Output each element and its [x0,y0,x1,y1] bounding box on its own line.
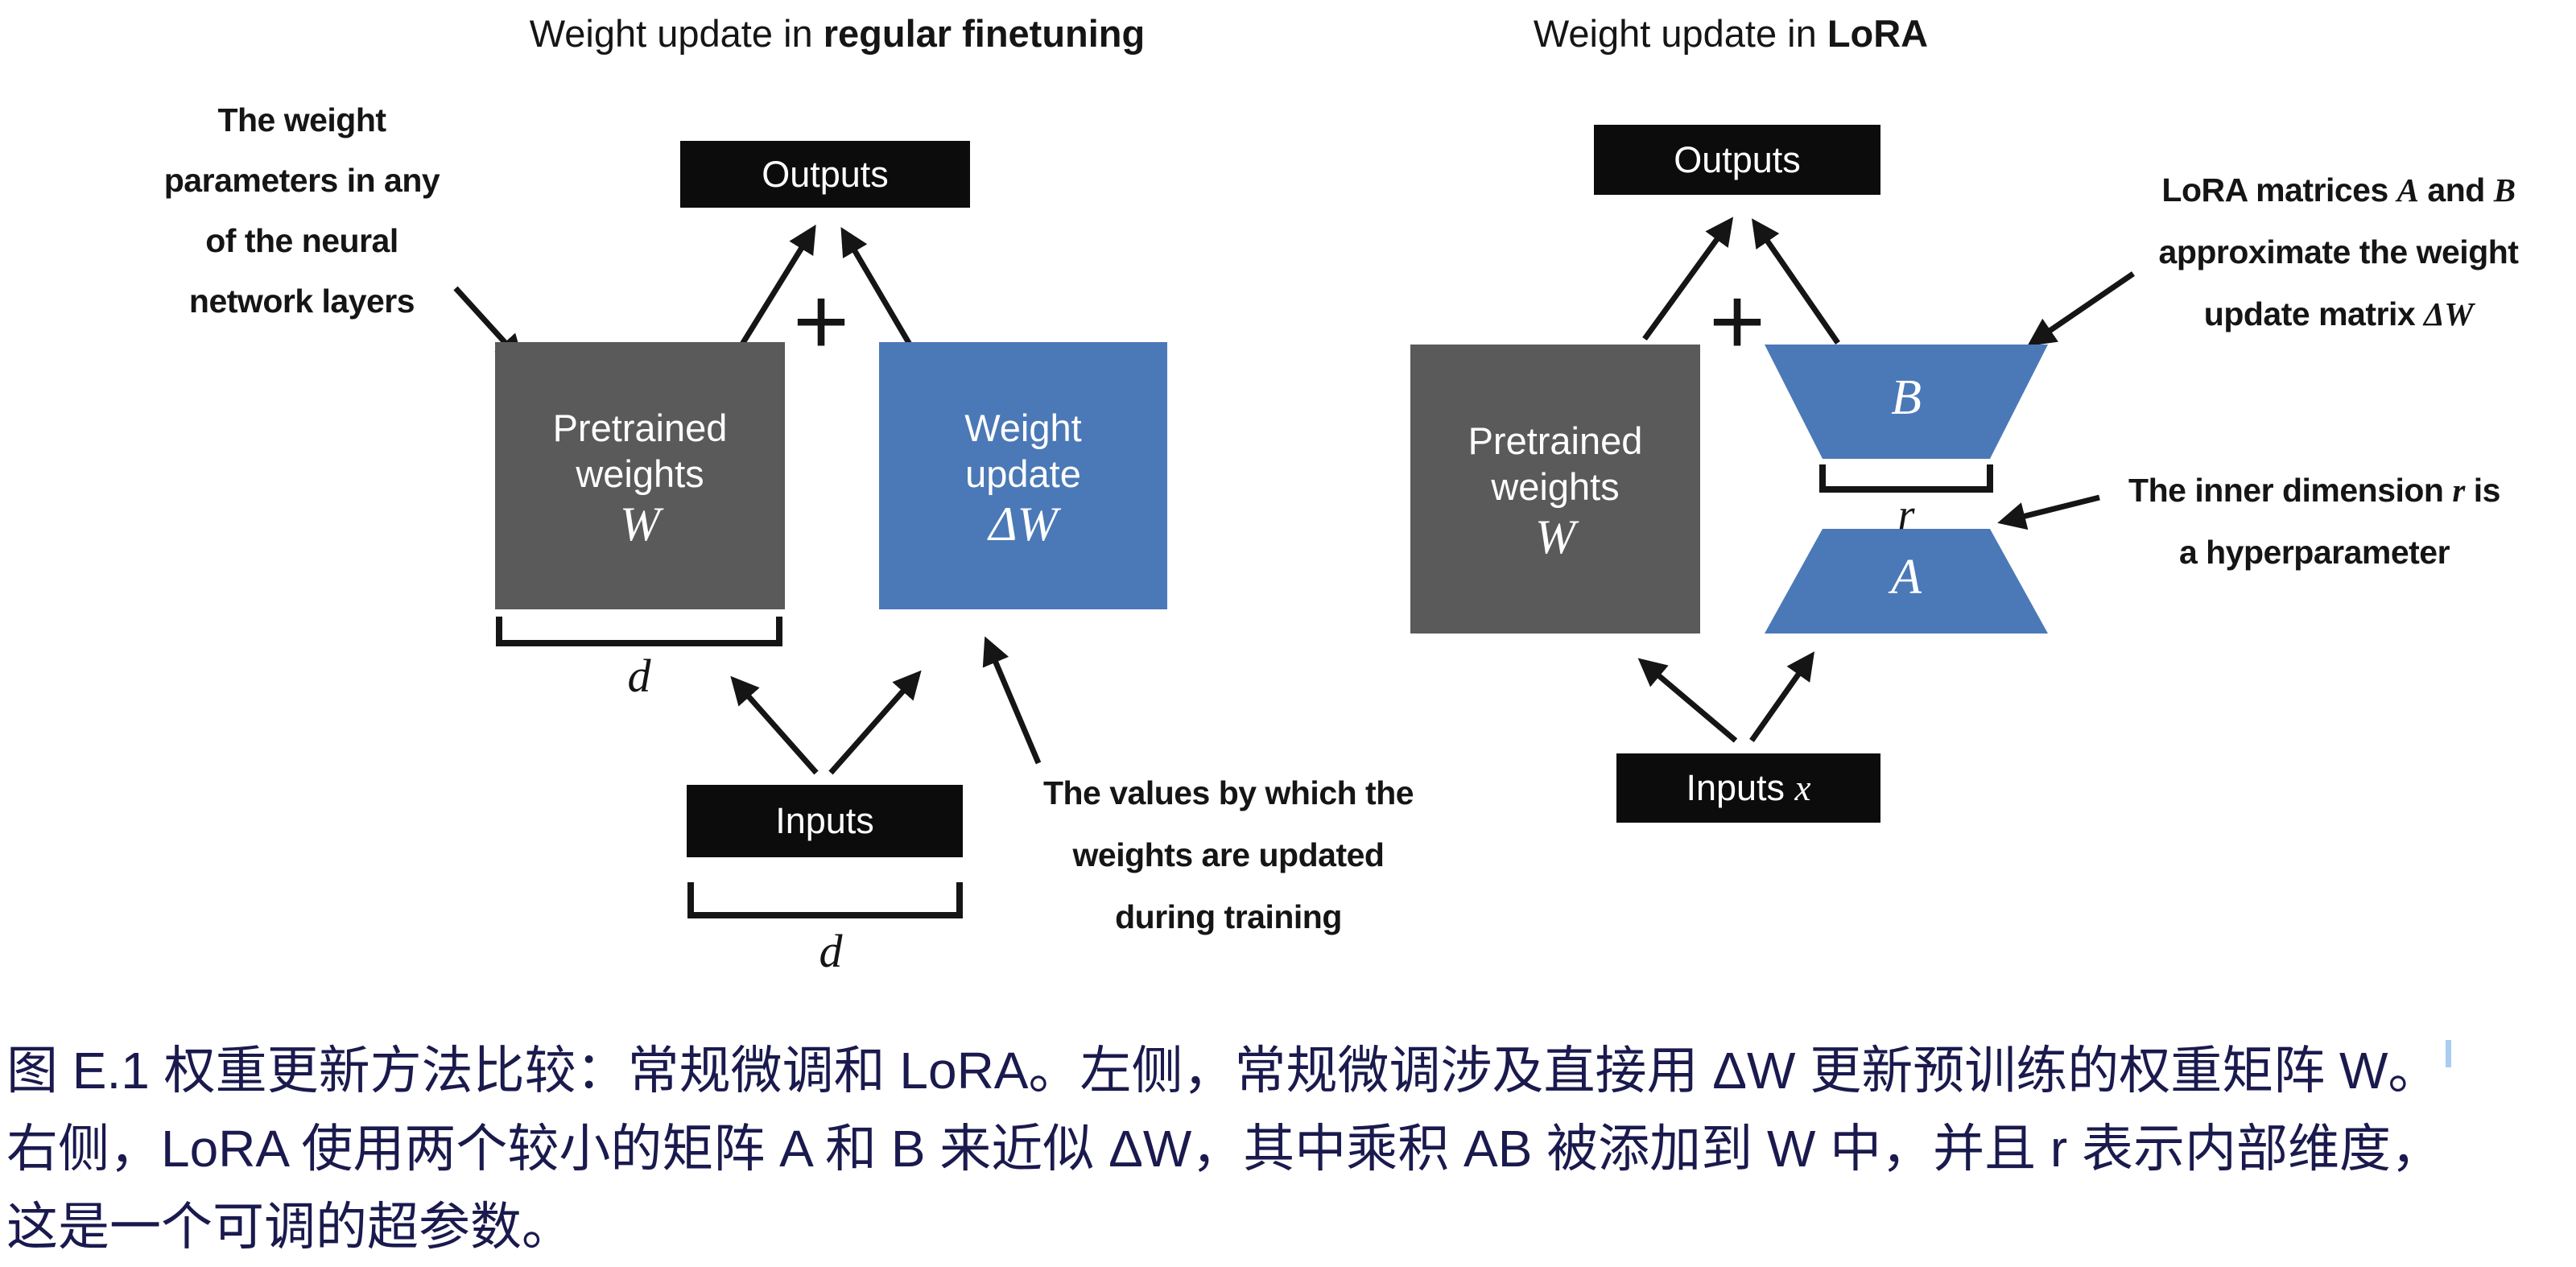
caption-line-1: 图 E.1 权重更新方法比较：常规微调和 LoRA。左侧，常规微调涉及直接用 Δ… [6,1032,2574,1110]
arrow-inputs-to-w [730,675,819,775]
weight-update-box: Weight update ΔW [879,342,1167,609]
weight-parameters-annotation: The weight parameters in any of the neur… [76,90,527,332]
bracket-weights-dim [496,617,782,646]
annotation-line: The values by which the [1042,774,1414,811]
right-inputs-box: Inputs x [1616,753,1880,823]
arrow-inputs-to-dw [828,670,922,775]
rank-label: r [1897,490,1915,539]
annotation-line: of the neural [205,222,398,259]
text-segment: A [2396,171,2419,208]
text-segment: B [2493,171,2516,208]
caption-line-2: 右侧，LoRA 使用两个较小的矩阵 A 和 B 来近似 ΔW，其中乘积 AB 被… [6,1110,2574,1188]
left-inputs-box: Inputs [687,785,963,857]
caption-text: 图 E.1 权重更新方法比较：常规微调和 LoRA。左侧，常规微调涉及直接用 Δ… [6,1042,2440,1100]
pretrained-weights-box: Pretrained weights W [495,342,785,609]
left-plus-sign: + [792,267,850,375]
text-segment: r [2452,472,2465,509]
left-title-prefix: Weight update in [529,12,824,55]
caption-text: 右侧，LoRA 使用两个较小的矩阵 A 和 B 来近似 ΔW，其中乘积 AB 被… [6,1120,2443,1178]
arrow-values-note-to-dw [982,636,1042,765]
update-values-annotation: The values by which the weights are upda… [995,762,1462,948]
box-line: Pretrained [1468,419,1643,462]
caption-line-3: 这是一个可调的超参数。 [6,1188,2574,1266]
box-line: Pretrained [552,406,728,449]
caption-text: 这是一个可调的超参数。 [6,1198,573,1256]
bracket-inputs-dim [687,882,963,918]
inputs-dim-label: d [819,925,843,977]
right-outputs-box: Outputs [1594,125,1880,195]
text-segment: ΔW [2424,295,2474,332]
matrix-a-label: A [1891,550,1922,605]
arrow-inputsx-to-a [1749,651,1815,743]
right-panel-title: Weight update in LoRA [1328,11,2133,56]
bracket-rank-dim [1819,464,1993,493]
left-title-emphasis: regular finetuning [823,12,1146,55]
w-symbol: W [1535,510,1575,563]
annotation-line: The inner dimension r is [2065,460,2564,522]
annotation-line: a hyperparameter [2065,522,2564,584]
text-cursor-artifact [2446,1040,2452,1067]
box-line: Weight [964,406,1082,449]
box-line: weights [576,452,704,495]
inner-dimension-annotation: The inner dimension r is a hyperparamete… [2065,460,2564,584]
text-segment: and [2418,171,2494,208]
figure-caption: 图 E.1 权重更新方法比较：常规微调和 LoRA。左侧，常规微调涉及直接用 Δ… [6,1032,2574,1266]
left-panel-title: Weight update in regular finetuning [435,11,1240,56]
right-title-prefix: Weight update in [1533,12,1827,55]
lora-matrices-annotation: LoRA matrices A and B approximate the we… [2105,159,2572,345]
text-segment: Inputs [1686,767,1795,808]
weights-dim-label: d [627,650,651,702]
box-line: update [965,452,1081,495]
text-segment: LoRA matrices [2161,171,2397,208]
arrow-inputsx-to-w2 [1637,658,1738,743]
matrix-b-label: B [1891,370,1922,425]
annotation-line: approximate the weight [2105,221,2572,283]
pretrained-weights-box-right: Pretrained weights W [1410,345,1700,634]
annotation-line: parameters in any [163,162,440,199]
outputs-label: Outputs [762,153,889,195]
annotation-line: The weight [217,101,386,138]
right-title-emphasis: LoRA [1827,12,1929,55]
annotation-line: weights are updated [1072,836,1385,873]
inputs-x-label: Inputs x [1686,767,1810,809]
box-line: weights [1491,465,1620,508]
text-segment: a hyperparameter [2178,534,2450,571]
right-plus-sign: + [1708,267,1766,375]
annotation-line: LoRA matrices A and B [2105,159,2572,221]
text-segment: approximate the weight [2158,233,2519,270]
text-segment: x [1794,768,1811,808]
outputs-label: Outputs [1674,138,1801,180]
delta-w-symbol: ΔW [989,497,1058,551]
inputs-label: Inputs [775,800,874,841]
text-segment: The inner dimension [2128,472,2453,509]
annotation-line: network layers [188,283,415,320]
text-segment: update matrix [2203,295,2425,332]
text-segment: is [2464,472,2501,509]
left-outputs-box: Outputs [680,141,970,208]
w-symbol: W [620,497,660,551]
annotation-line: during training [1115,898,1342,935]
annotation-line: update matrix ΔW [2105,283,2572,345]
